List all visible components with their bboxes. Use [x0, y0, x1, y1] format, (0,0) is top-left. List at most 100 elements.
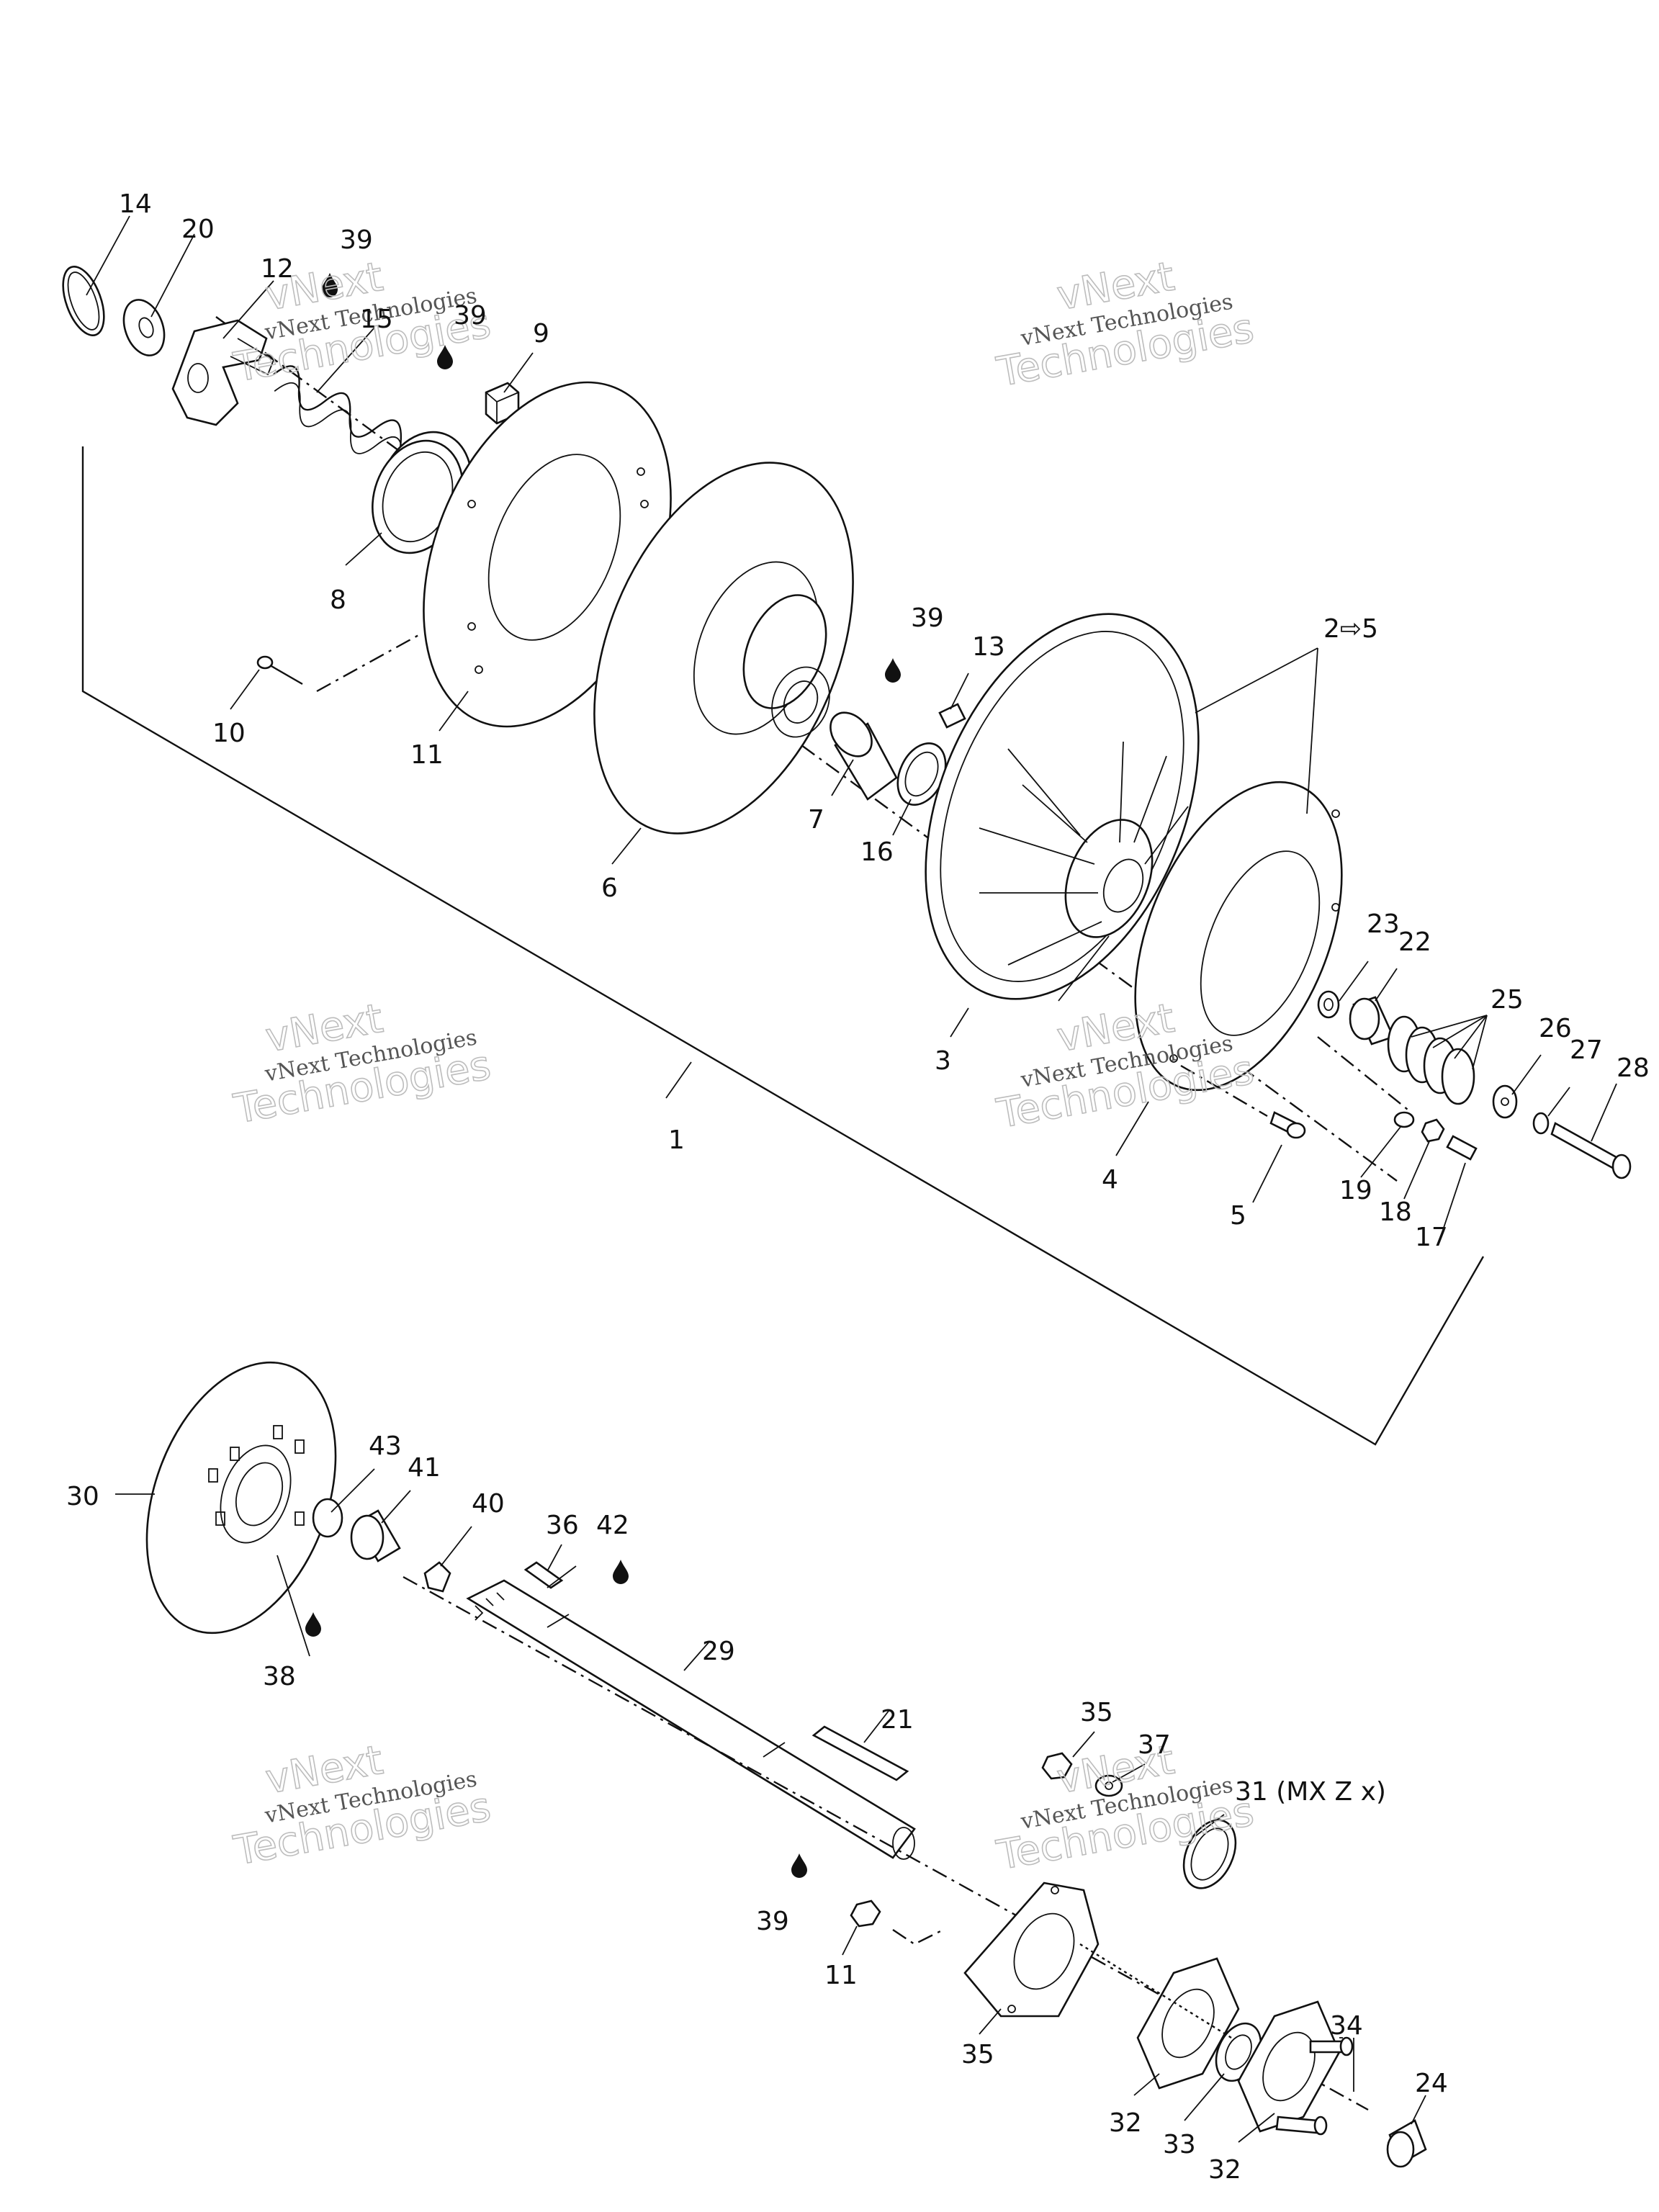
callout-33: 33 — [1163, 2130, 1196, 2159]
callout-41: 41 — [408, 1453, 441, 1483]
callout-20: 20 — [181, 215, 215, 244]
snap-ring — [62, 266, 105, 336]
callout-34: 34 — [1330, 2011, 1363, 2041]
fitting-40 — [423, 1561, 451, 1593]
plate-4 — [1134, 781, 1343, 1092]
callout-10: 10 — [212, 719, 246, 748]
callout-12: 12 — [261, 254, 294, 284]
lubricant-drop-icon — [791, 1853, 807, 1878]
callout-4: 4 — [1102, 1165, 1118, 1195]
callout-29: 29 — [702, 1637, 735, 1666]
bushing-41 — [350, 1509, 401, 1563]
key-36 — [523, 1561, 564, 1589]
callout-17: 17 — [1415, 1223, 1448, 1252]
sheave-6 — [593, 462, 854, 835]
callout-16: 16 — [860, 837, 894, 867]
sheave-3 — [925, 613, 1200, 1002]
housing-32-a — [1136, 1957, 1240, 2090]
washer-26 — [1492, 1084, 1518, 1119]
washer-27 — [1532, 1112, 1550, 1135]
callout-32-a: 32 — [1109, 2108, 1142, 2138]
callout-15: 15 — [360, 305, 393, 334]
leader-lines — [86, 215, 1617, 2143]
set-screw-17 — [1446, 1135, 1478, 1161]
callout-3: 3 — [935, 1046, 951, 1076]
callout-21: 21 — [881, 1705, 914, 1735]
callout-27: 27 — [1570, 1035, 1603, 1065]
lubricant-drop-icon — [885, 658, 901, 683]
callout-11-a: 11 — [410, 740, 444, 770]
callout-19: 19 — [1339, 1176, 1372, 1205]
screw-10 — [256, 632, 422, 693]
callout-35-b: 35 — [961, 2040, 994, 2069]
callout-42: 42 — [596, 1511, 629, 1540]
washer-23 — [1317, 990, 1340, 1019]
shaft-29 — [466, 1579, 916, 1860]
callout-40: 40 — [472, 1489, 505, 1519]
axis-line-upper-2 — [1317, 1036, 1412, 1113]
screw-5 — [1180, 1064, 1306, 1139]
callout-9: 9 — [533, 319, 549, 349]
washer-20 — [122, 299, 166, 356]
callout-30: 30 — [66, 1482, 99, 1511]
disc-30 — [145, 1361, 337, 1635]
lubricant-drop-icon — [305, 1612, 321, 1637]
callout-36: 36 — [546, 1511, 579, 1540]
plate-35 — [963, 1881, 1100, 2018]
callout-6: 6 — [601, 873, 618, 903]
lubricant-drop-icon — [437, 345, 453, 369]
callout-32-b: 32 — [1208, 2155, 1241, 2185]
callout-38: 38 — [263, 1662, 296, 1691]
lubricant-drop-icon — [613, 1560, 629, 1584]
spacer-22 — [1349, 996, 1395, 1046]
watermark-2: vNext vNext Technologies Technologies — [993, 253, 1258, 397]
callout-labels: 14 20 39 12 15 39 9 8 10 11 6 39 13 7 16… — [66, 189, 1650, 2185]
washer-19 — [1393, 1111, 1415, 1128]
bolt-34-a — [1309, 2036, 1354, 2056]
washer-16 — [896, 742, 947, 806]
callout-25: 25 — [1491, 985, 1524, 1015]
callout-18: 18 — [1379, 1197, 1412, 1227]
key-13 — [938, 703, 966, 729]
springs-25 — [1387, 1015, 1475, 1105]
group-bracket-1 — [81, 446, 1485, 1446]
housing-32-b — [1237, 2000, 1341, 2133]
bolt-34-b — [1275, 2116, 1328, 2136]
cam-12 — [171, 319, 275, 426]
cap-24 — [1386, 2119, 1427, 2168]
callout-37: 37 — [1138, 1730, 1171, 1760]
watermark-1: vNext vNext Technologies Technologies — [230, 253, 495, 392]
callout-8: 8 — [330, 585, 346, 615]
watermark-5: vNext vNext Technologies Technologies — [230, 1736, 495, 1875]
bushing-7 — [830, 711, 898, 801]
watermark-3: vNext vNext Technologies Technologies — [230, 994, 495, 1133]
callout-22: 22 — [1398, 927, 1431, 957]
callout-24: 24 — [1415, 2069, 1448, 2098]
callout-7: 7 — [808, 805, 824, 835]
lubricant-drop-icon — [322, 273, 338, 297]
callout-1: 1 — [668, 1125, 685, 1155]
nut-11-lower — [850, 1899, 944, 1946]
callout-13: 13 — [972, 632, 1005, 662]
bolt-28 — [1550, 1122, 1632, 1179]
callout-39-a: 39 — [340, 225, 373, 255]
callout-23: 23 — [1367, 909, 1400, 939]
nut-18 — [1421, 1118, 1445, 1143]
callout-39-d: 39 — [756, 1907, 789, 1936]
callout-35-a: 35 — [1080, 1698, 1113, 1727]
callout-28: 28 — [1617, 1053, 1650, 1083]
callout-31: 31 (MX Z x) — [1235, 1777, 1386, 1807]
callout-5: 5 — [1230, 1201, 1246, 1231]
callout-14: 14 — [119, 189, 152, 219]
lubricant-drops — [305, 273, 901, 1878]
callout-2-5: 2⇨5 — [1323, 614, 1378, 644]
callout-26: 26 — [1539, 1014, 1572, 1043]
seal-31 — [1182, 1819, 1237, 1889]
key-21 — [811, 1725, 909, 1781]
callout-43: 43 — [369, 1431, 402, 1461]
callout-39-c: 39 — [911, 603, 944, 633]
callout-39-b: 39 — [454, 301, 487, 331]
nut-35-top — [1041, 1752, 1073, 1780]
callout-11-b: 11 — [824, 1961, 858, 1990]
